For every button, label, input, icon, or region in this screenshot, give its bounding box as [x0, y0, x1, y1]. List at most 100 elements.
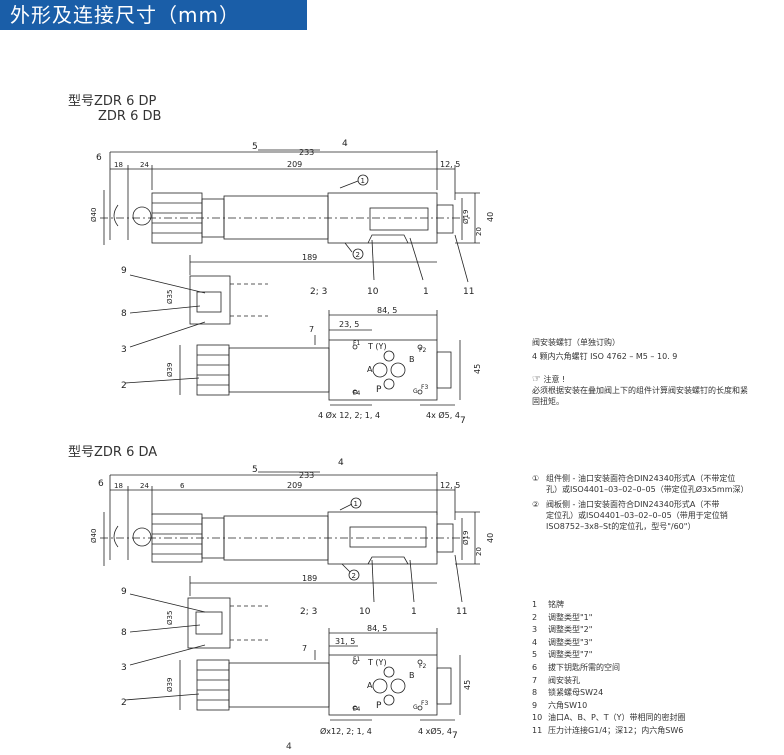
- dim-233: 233: [299, 148, 314, 157]
- dim-6-da: 6: [180, 482, 185, 490]
- callout-circle-2: 2: [356, 251, 360, 259]
- model-title-da: 型号ZDR 6 DA: [68, 445, 158, 460]
- callout-3-da: 3: [121, 663, 127, 673]
- port-f1: F1: [353, 340, 360, 347]
- callout-2-3-da: 2; 3: [300, 607, 317, 617]
- port-a: A: [367, 365, 373, 374]
- dim-18-da: 18: [114, 482, 123, 490]
- callout-6-da: 6: [98, 479, 104, 489]
- callout-circle-2-da: 2: [352, 572, 356, 580]
- note-1-line-2: 孔）或ISO4401–03–02–0–05（带定位孔Ø3x5mm深）: [546, 485, 749, 494]
- callout-9: 9: [121, 266, 127, 276]
- port-g-da: G: [413, 704, 418, 711]
- note-2-line-1: 阀板侧 - 油口安装面符合DIN24340形式A（不带: [546, 500, 720, 509]
- notice-heading: ☞ 注意 !: [532, 374, 748, 385]
- dim-d39: Ø39: [166, 363, 174, 377]
- dim-7-da: 7: [302, 644, 307, 653]
- legend-text: 油口A、B、P、T（Y）带相同的密封圈: [548, 713, 686, 723]
- legend-num: 8: [532, 688, 538, 698]
- mounting-surface-notes: ① 组件侧 - 油口安装面符合DIN24340形式A（不带定位 孔）或ISO44…: [532, 473, 782, 532]
- legend-text: 调整类型"3": [548, 637, 593, 647]
- callout-7: 7: [460, 416, 466, 426]
- dim-12-5-da: 12, 5: [440, 481, 460, 490]
- callout-3: 3: [121, 345, 127, 355]
- dim-holes-b: 4x Ø5, 4: [426, 410, 460, 420]
- dim-45-da: 45: [463, 680, 472, 690]
- model-title-db: ZDR 6 DB: [98, 109, 162, 124]
- port-b-da: B: [409, 671, 415, 680]
- port-f3-da: F3: [421, 700, 428, 707]
- note-2-line-3: ISO8752–3x8–St的定位孔，型号"/60"）: [546, 522, 696, 531]
- dim-31-5-da: 31, 5: [335, 637, 355, 646]
- legend-text: 压力计连接G1/4；深12；内六角SW6: [548, 725, 684, 735]
- callout-11: 11: [463, 287, 474, 297]
- port-t: T (Y): [367, 342, 387, 351]
- dim-12-5: 12, 5: [440, 160, 460, 169]
- dim-d40-da: Ø40: [90, 529, 98, 543]
- legend-num: 4: [532, 637, 538, 647]
- callout-4: 4: [342, 139, 348, 149]
- legend-text: 调整类型"1": [548, 612, 593, 622]
- dim-209: 209: [287, 160, 302, 169]
- port-f4: F4: [353, 390, 360, 397]
- dim-84-5-da: 84, 5: [367, 624, 387, 633]
- dim-20-da: 20: [475, 547, 483, 556]
- dim-holes-da: Øx12, 2; 1, 4: [320, 726, 372, 736]
- notice-block: ☞ 注意 ! 必须根据安装在叠加阀上下的组件计算阀安装螺钉的长度和紧 固扭矩。: [532, 374, 748, 407]
- notice-label: 注意 !: [543, 375, 566, 384]
- dim-24-da: 24: [140, 482, 149, 490]
- valve-screws-note: 阀安装螺钉（单独订购） 4 颗内六角螺钉 ISO 4762 – M5 – 10.…: [532, 337, 677, 362]
- drawing-svg-dp: 233 209 18 24 12, 5 Ø40 Ø19 20 40 189 Ø3…: [90, 139, 495, 426]
- callout-10: 10: [367, 287, 379, 297]
- note-2: ② 阀板侧 - 油口安装面符合DIN24340形式A（不带 定位孔）或ISO44…: [532, 499, 782, 532]
- callout-circle-1-da: 1: [354, 500, 358, 508]
- note-2-line-2: 定位孔）或ISO4401–03–02–0–05（带用于定位销: [546, 511, 728, 520]
- legend-text: 阀安装孔: [548, 675, 580, 685]
- legend-text: 调整类型"7": [548, 650, 593, 660]
- callout-2-3: 2; 3: [310, 287, 327, 297]
- valve-screws-line: 4 颗内六角螺钉 ISO 4762 – M5 – 10. 9: [532, 352, 678, 361]
- hand-pointer-icon: ☞: [532, 374, 541, 385]
- dim-d40: Ø40: [90, 208, 98, 222]
- legend-text: 拔下钥匙所需的空间: [548, 662, 620, 672]
- dim-d35-da: Ø35: [166, 611, 174, 625]
- port-p: P: [376, 385, 382, 395]
- legend-num: 7: [532, 675, 538, 685]
- callout-5-da: 5: [252, 465, 258, 475]
- port-f2-da: F2: [419, 663, 426, 670]
- legend-item: 7 阀安装孔: [532, 675, 686, 688]
- legend-text: 六角SW10: [548, 700, 588, 710]
- callout-1-da: 1: [411, 607, 417, 617]
- dim-d35: Ø35: [166, 290, 174, 304]
- dim-23-5: 23, 5: [339, 320, 359, 329]
- dim-233-da: 233: [299, 471, 314, 480]
- legend-text: 调整类型"2": [548, 625, 593, 635]
- dim-d39-da: Ø39: [166, 678, 174, 692]
- dim-18: 18: [114, 161, 123, 169]
- legend-num: 11: [532, 725, 543, 735]
- callout-4-da: 4: [338, 458, 344, 468]
- port-a-da: A: [367, 681, 373, 690]
- notice-text-1: 必须根据安装在叠加阀上下的组件计算阀安装螺钉的长度和紧: [532, 386, 748, 395]
- legend-num: 3: [532, 625, 538, 635]
- legend-num: 2: [532, 612, 538, 622]
- port-f2: F2: [419, 347, 426, 354]
- port-f4-da: F4: [353, 706, 360, 713]
- callout-11-da: 11: [456, 607, 467, 617]
- legend-num: 5: [532, 650, 538, 660]
- dim-40-right-da: 40: [486, 533, 495, 543]
- callout-7-da: 7: [452, 731, 458, 741]
- port-b: B: [409, 355, 415, 364]
- legend-item: 3 调整类型"2": [532, 624, 686, 637]
- dim-holes: 4 Øx 12, 2; 1, 4: [318, 410, 380, 420]
- model-title-dp: 型号ZDR 6 DP: [68, 94, 157, 109]
- page-number: 4: [286, 742, 292, 752]
- callout-1: 1: [423, 287, 429, 297]
- dim-24: 24: [140, 161, 149, 169]
